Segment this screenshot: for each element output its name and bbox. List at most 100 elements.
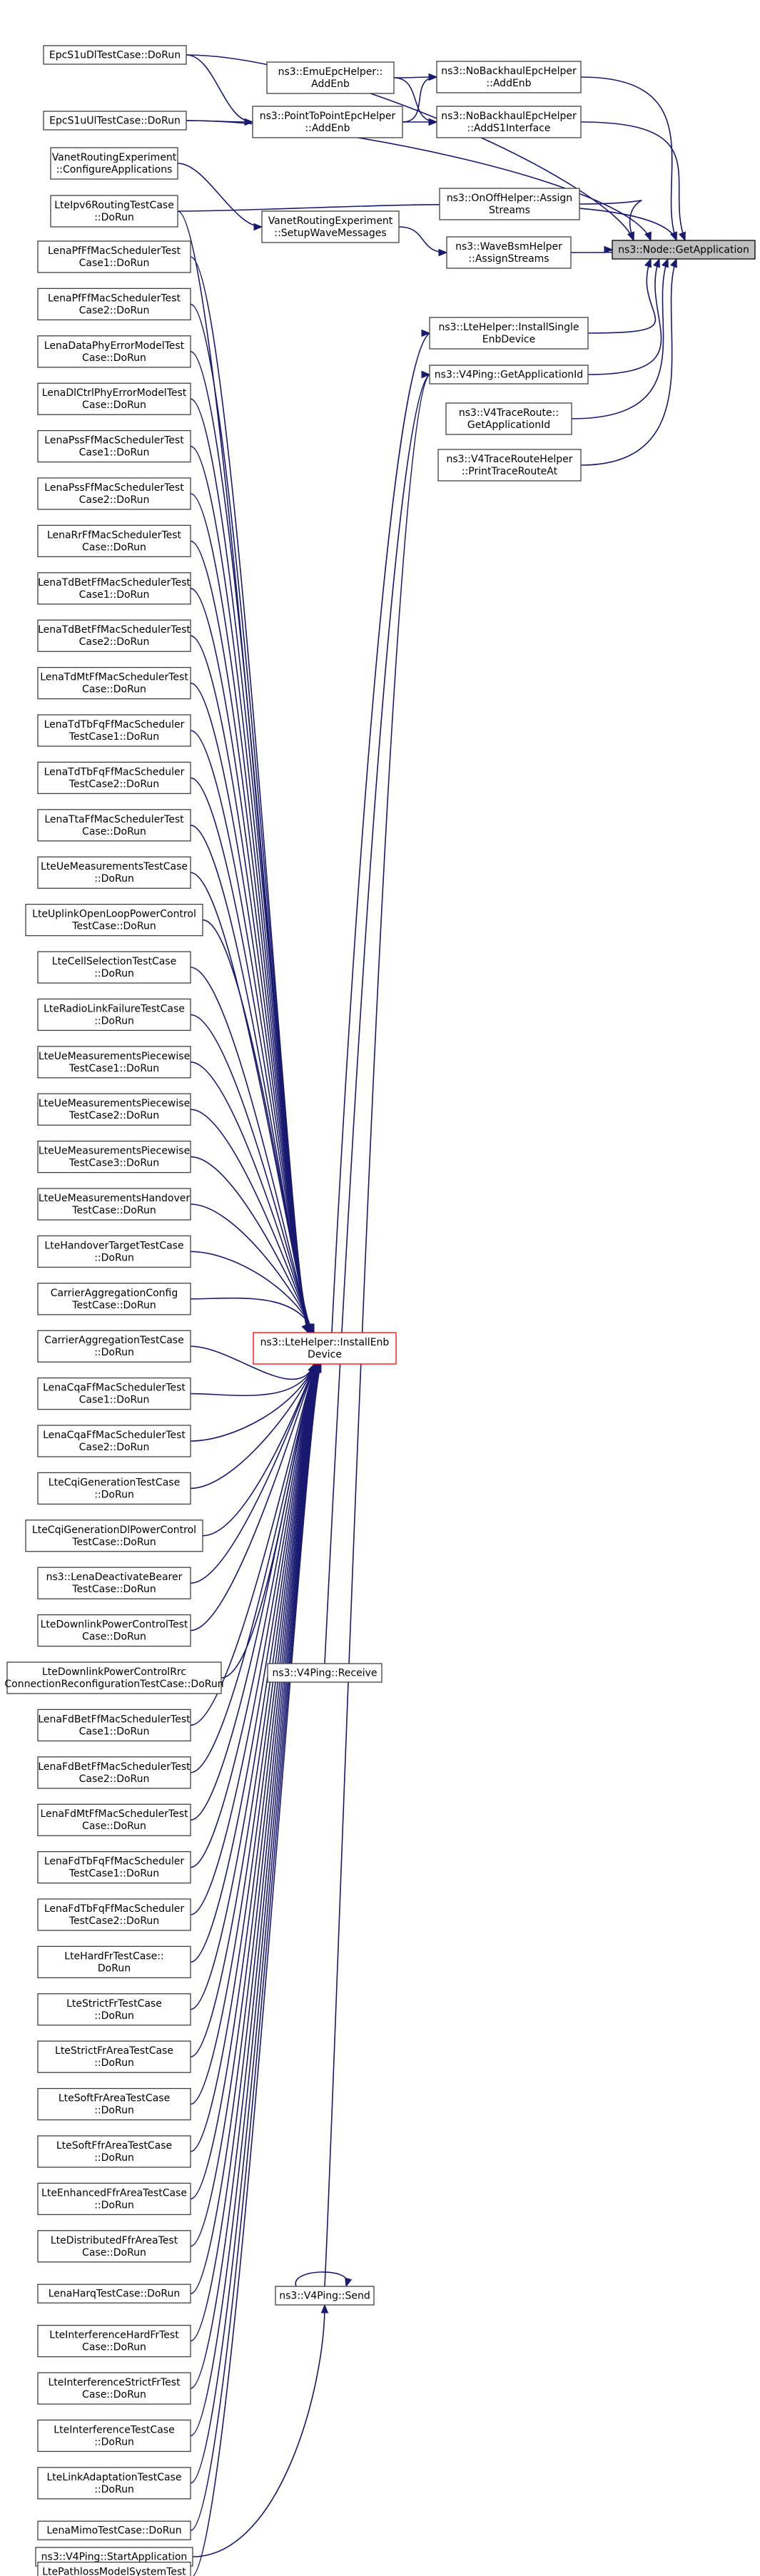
node-nobackaddenb[interactable]: ns3::NoBackhaulEpcHelper::AddEnb bbox=[436, 61, 582, 93]
node-label: VanetRoutingExperiment bbox=[52, 152, 177, 163]
edge-line bbox=[190, 1363, 321, 2389]
edge-line bbox=[190, 1363, 318, 1868]
edge-line bbox=[186, 54, 253, 123]
node-c42[interactable]: LteEnhancedFfrAreaTestCase::DoRun bbox=[37, 2182, 191, 2216]
node-v4tracehelper[interactable]: ns3::V4TraceRouteHelper::PrintTraceRoute… bbox=[437, 449, 582, 482]
node-onoff[interactable]: ns3::OnOffHelper::AssignStreams bbox=[439, 188, 580, 220]
node-label: ns3::NoBackhaulEpcHelper bbox=[441, 66, 577, 77]
edge-line bbox=[186, 120, 652, 241]
node-label: LenaPfFfMacSchedulerTest bbox=[48, 292, 181, 304]
node-c19[interactable]: LteUeMeasurementsPiecewiseTestCase2::DoR… bbox=[37, 1093, 191, 1126]
node-v4send[interactable]: ns3::V4Ping::Send bbox=[275, 2286, 375, 2306]
node-c16[interactable]: LteCellSelectionTestCase::DoRun bbox=[37, 951, 191, 984]
node-label: Case::DoRun bbox=[82, 352, 146, 364]
node-label: TestCase1::DoRun bbox=[69, 731, 159, 743]
edge-c43-to-installenb bbox=[190, 1363, 320, 2247]
node-c48[interactable]: LteLinkAdaptationTestCase::DoRun bbox=[37, 2467, 191, 2500]
node-box bbox=[37, 477, 191, 510]
node-c20[interactable]: LteUeMeasurementsPiecewiseTestCase3::DoR… bbox=[37, 1140, 191, 1174]
node-c41[interactable]: LteSoftFfrAreaTestCase::DoRun bbox=[37, 2135, 191, 2168]
node-c40[interactable]: LteSoftFrAreaTestCase::DoRun bbox=[37, 2087, 191, 2121]
node-label: ns3::NoBackhaulEpcHelper bbox=[441, 111, 577, 122]
node-emuaddenb[interactable]: ns3::EmuEpcHelper::AddEnb bbox=[266, 61, 395, 94]
node-c24[interactable]: CarrierAggregationTestCase::DoRun bbox=[37, 1330, 191, 1363]
node-v4receive[interactable]: ns3::V4Ping::Receive bbox=[267, 1663, 382, 1683]
node-lteipv6[interactable]: LteIpv6RoutingTestCase::DoRun bbox=[50, 195, 178, 228]
edge-arrowhead bbox=[670, 231, 677, 242]
node-c18[interactable]: LteUeMeasurementsPiecewiseTestCase1::DoR… bbox=[37, 1046, 191, 1079]
node-c14[interactable]: LteUeMeasurementsTestCase::DoRun bbox=[37, 856, 191, 889]
node-v4traceappid[interactable]: ns3::V4TraceRoute::GetApplicationId bbox=[445, 402, 572, 435]
node-c28[interactable]: LteCqiGenerationDlPowerControlTestCase::… bbox=[25, 1519, 203, 1552]
node-getapp[interactable]: ns3::Node::GetApplication bbox=[612, 240, 756, 260]
node-c15[interactable]: LteUplinkOpenLoopPowerControlTestCase::D… bbox=[25, 903, 203, 937]
node-c50[interactable]: LtePathlossModelSystemTestCase::DoRun bbox=[37, 2561, 191, 2576]
node-label: Case::DoRun bbox=[82, 399, 146, 411]
edge-arrowhead bbox=[662, 258, 669, 268]
node-epcdl[interactable]: EpcS1uDlTestCase::DoRun bbox=[43, 45, 187, 65]
node-c27[interactable]: LteCqiGenerationTestCase::DoRun bbox=[37, 1472, 191, 1505]
node-label: LenaPssFfMacSchedulerTest bbox=[44, 435, 184, 447]
edge-v4start-to-v4send bbox=[192, 2303, 329, 2557]
edge-line bbox=[190, 1297, 315, 1333]
node-label: ns3::V4TraceRouteHelper bbox=[446, 454, 572, 465]
node-c22[interactable]: LteHandoverTargetTestCase::DoRun bbox=[37, 1235, 191, 1268]
node-c39[interactable]: LteStrictFrAreaTestCase::DoRun bbox=[37, 2040, 191, 2073]
node-vanetcfg[interactable]: VanetRoutingExperiment::ConfigureApplica… bbox=[50, 147, 178, 180]
node-box bbox=[37, 429, 191, 463]
node-c37[interactable]: LteHardFrTestCase::DoRun bbox=[37, 1945, 191, 1979]
node-c31[interactable]: LteDownlinkPowerControlRrcConnectionReco… bbox=[4, 1661, 224, 1694]
node-epcul[interactable]: EpcS1uUlTestCase::DoRun bbox=[43, 111, 187, 131]
node-v4pingappid[interactable]: ns3::V4Ping::GetApplicationId bbox=[429, 365, 589, 385]
nodes-layer: ns3::Node::GetApplicationns3::LteHelper:… bbox=[4, 45, 756, 2576]
node-label: ::AddS1Interface bbox=[467, 123, 550, 134]
node-label: EnbDevice bbox=[482, 334, 535, 345]
node-box bbox=[37, 761, 191, 795]
node-nobackaddx[interactable]: ns3::NoBackhaulEpcHelper::AddS1Interface bbox=[436, 106, 582, 138]
node-label: EpcS1uUlTestCase::DoRun bbox=[49, 116, 181, 127]
node-box bbox=[436, 106, 582, 138]
node-p2paddenb[interactable]: ns3::PointToPointEpcHelper::AddEnb bbox=[252, 106, 403, 138]
node-c44[interactable]: LenaHarqTestCase::DoRun bbox=[37, 2284, 191, 2303]
node-box bbox=[37, 1377, 191, 1410]
node-c49[interactable]: LenaMimoTestCase::DoRun bbox=[37, 2520, 191, 2540]
edge-line bbox=[192, 2304, 325, 2557]
node-c17[interactable]: LteRadioLinkFailureTestCase::DoRun bbox=[37, 998, 191, 1032]
node-label: ::DoRun bbox=[94, 1347, 134, 1358]
node-box bbox=[43, 111, 187, 131]
node-vanetwave[interactable]: VanetRoutingExperiment::SetupWaveMessage… bbox=[261, 210, 400, 243]
node-c38[interactable]: LteStrictFrTestCase::DoRun bbox=[37, 1993, 191, 2026]
node-c47[interactable]: LteInterferenceTestCase::DoRun bbox=[37, 2419, 191, 2453]
node-wavebsm[interactable]: ns3::WaveBsmHelper::AssignStreams bbox=[446, 236, 572, 269]
edge-line bbox=[587, 258, 657, 334]
